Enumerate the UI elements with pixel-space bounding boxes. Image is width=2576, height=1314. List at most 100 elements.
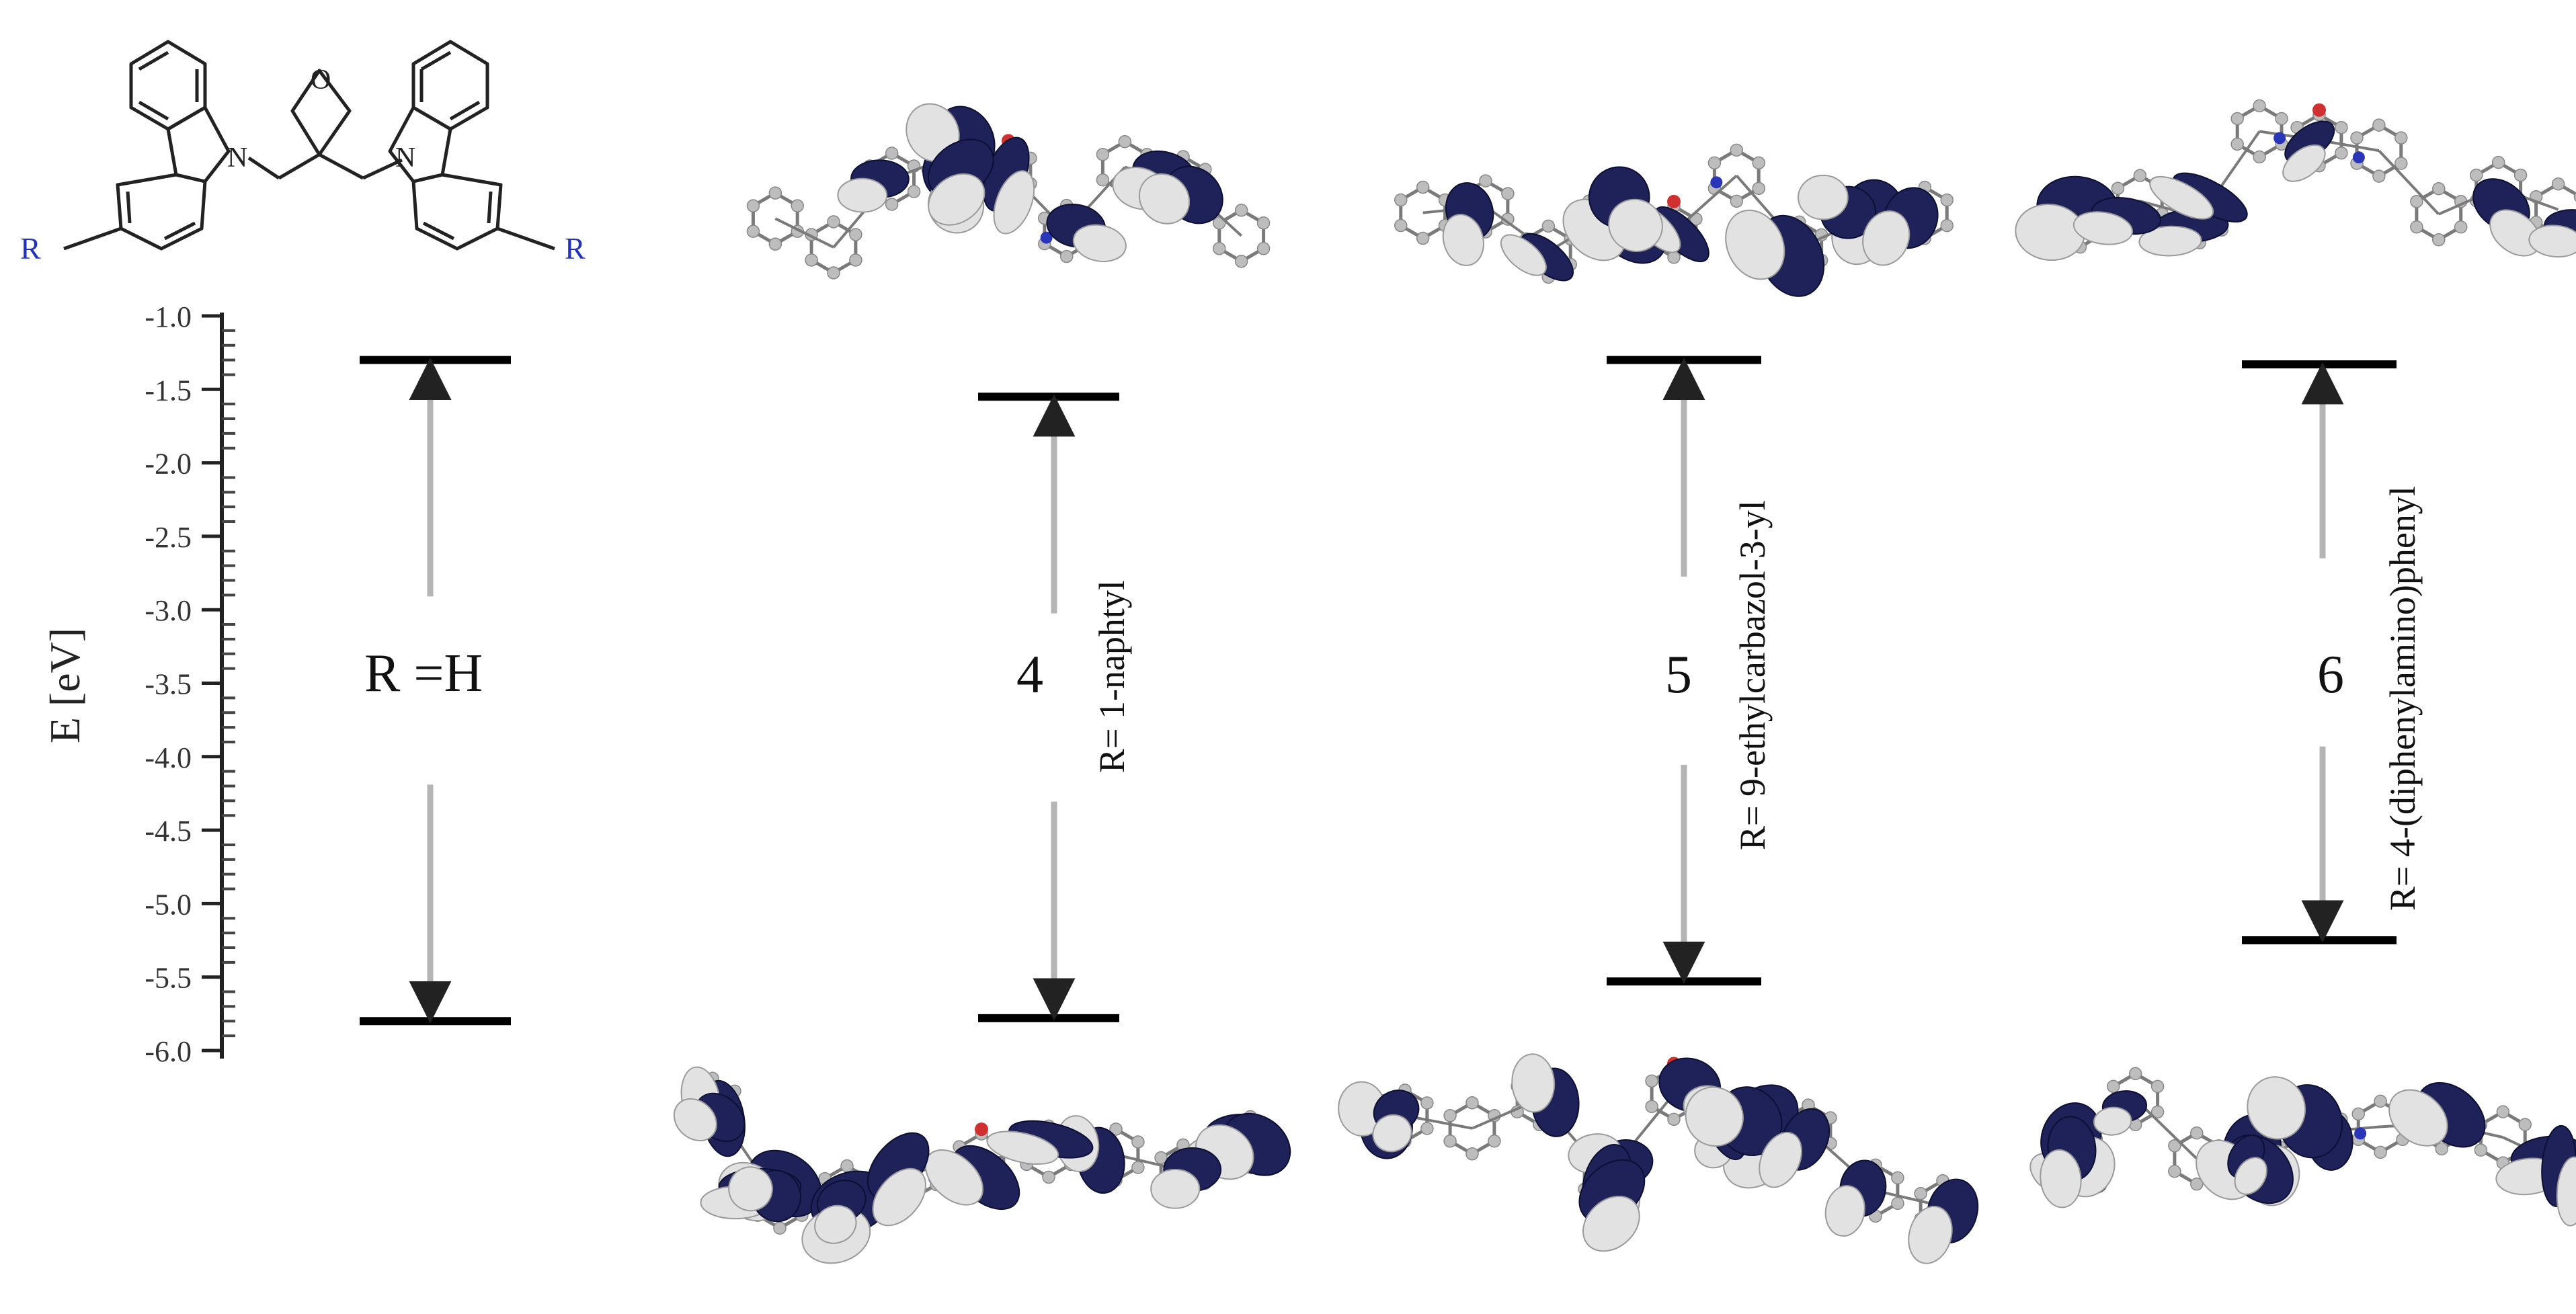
atom — [2374, 1146, 2386, 1158]
o-atom: O — [311, 65, 331, 95]
axis-label: E [eV] — [41, 628, 89, 743]
atom — [1417, 233, 1429, 245]
atom — [747, 225, 759, 237]
atom — [2134, 169, 2146, 181]
n-atom-left: N — [227, 142, 247, 173]
lumo-orbital-5 — [1395, 144, 1953, 307]
atom — [2411, 221, 2423, 233]
atom — [2169, 1165, 2181, 1178]
atom — [1480, 175, 1492, 187]
atom — [2191, 1127, 2203, 1139]
orbital-lobe-light — [1798, 175, 1848, 220]
atom — [2497, 1106, 2509, 1118]
atom — [2411, 196, 2423, 208]
atom — [2351, 132, 2363, 144]
atom — [1395, 220, 1407, 232]
atom — [774, 1222, 786, 1234]
atom — [769, 187, 781, 199]
atom — [2276, 112, 2288, 124]
atom — [1421, 1097, 1433, 1109]
atom — [2470, 169, 2483, 181]
atom — [1542, 220, 1554, 232]
atom — [1132, 1136, 1144, 1148]
energy-axis: -1.0-1.5-2.0-2.5-3.0-3.5-4.0-4.5-5.0-5.5… — [41, 300, 235, 1068]
atom — [2515, 169, 2527, 181]
ring — [1219, 210, 1264, 261]
atom — [2253, 99, 2265, 112]
energy-levels — [360, 360, 2397, 1022]
atom — [2335, 147, 2347, 159]
tick-label: -2.0 — [145, 448, 192, 481]
atom — [1213, 243, 1225, 255]
atom — [1096, 149, 1109, 161]
atom — [1258, 217, 1270, 229]
nitrogen-atom — [2353, 151, 2365, 163]
atom — [747, 200, 759, 212]
atom — [2436, 1143, 2448, 1155]
atom — [2253, 151, 2265, 163]
atom — [908, 186, 920, 198]
atom — [1668, 251, 1680, 263]
nitrogen-atom — [2273, 132, 2286, 144]
atom — [828, 216, 840, 228]
atom — [2130, 1067, 2142, 1079]
tick-label: -3.0 — [145, 594, 192, 627]
ring — [1450, 1103, 1494, 1154]
compound-label-4: 4 — [1016, 645, 1043, 704]
atom — [1258, 243, 1270, 255]
homo-orbital-4 — [666, 1064, 1302, 1272]
atom — [2111, 182, 2124, 194]
atom — [1466, 1097, 1478, 1109]
atom — [1892, 1172, 1904, 1184]
atom — [1941, 194, 1953, 206]
atom — [1730, 195, 1742, 207]
oxygen-atom — [1667, 195, 1681, 208]
atom — [828, 267, 840, 279]
tick-label: -6.0 — [145, 1035, 192, 1068]
substituent-label-5: R= 9-ethylcarbazol-3-yl — [1732, 500, 1773, 850]
atom — [2374, 1095, 2386, 1107]
substituent-label-6: R= 4-(diphenylamino)phenyl — [2382, 486, 2423, 911]
atom — [1488, 1135, 1500, 1147]
atom — [2373, 119, 2385, 131]
nitrogen-atom — [2354, 1127, 2366, 1139]
atom — [2352, 1108, 2364, 1120]
ring — [753, 193, 797, 244]
tick-label: -3.5 — [145, 668, 192, 701]
oxygen-atom — [975, 1122, 988, 1136]
atom — [1466, 1148, 1478, 1160]
atom — [1892, 1197, 1904, 1209]
atom — [1668, 1113, 1680, 1125]
tick-label: -2.5 — [145, 521, 192, 554]
atom — [1043, 1171, 1055, 1183]
atom — [1119, 136, 1131, 148]
tick-label: -4.5 — [145, 815, 192, 848]
atom — [2474, 1144, 2487, 1156]
lumo-orbital-4 — [747, 95, 1269, 279]
atom — [2152, 1080, 2164, 1092]
atom — [1915, 1188, 1927, 1200]
atom — [1444, 1135, 1456, 1147]
atom — [791, 200, 803, 212]
atom — [2395, 132, 2407, 144]
n-atom-right: N — [395, 142, 415, 173]
atom — [1236, 255, 1248, 268]
atom — [1236, 204, 1248, 216]
lumo-orbital-6 — [2013, 99, 2576, 265]
atom — [841, 1160, 853, 1172]
orbital-renderings — [666, 95, 2576, 1272]
r-substituent-right: R — [565, 231, 586, 265]
atom — [2395, 157, 2407, 169]
atom — [1061, 251, 1073, 263]
atom — [1444, 1110, 1456, 1122]
atom — [1708, 157, 1720, 169]
atom — [2519, 1118, 2531, 1131]
atom — [850, 229, 862, 241]
oxygen-atom — [2312, 104, 2326, 117]
atom — [1132, 1161, 1144, 1174]
atom — [1646, 1100, 1658, 1112]
orbital-lobe-light — [1151, 1169, 1199, 1208]
atom — [769, 238, 781, 250]
atom — [2433, 234, 2445, 246]
